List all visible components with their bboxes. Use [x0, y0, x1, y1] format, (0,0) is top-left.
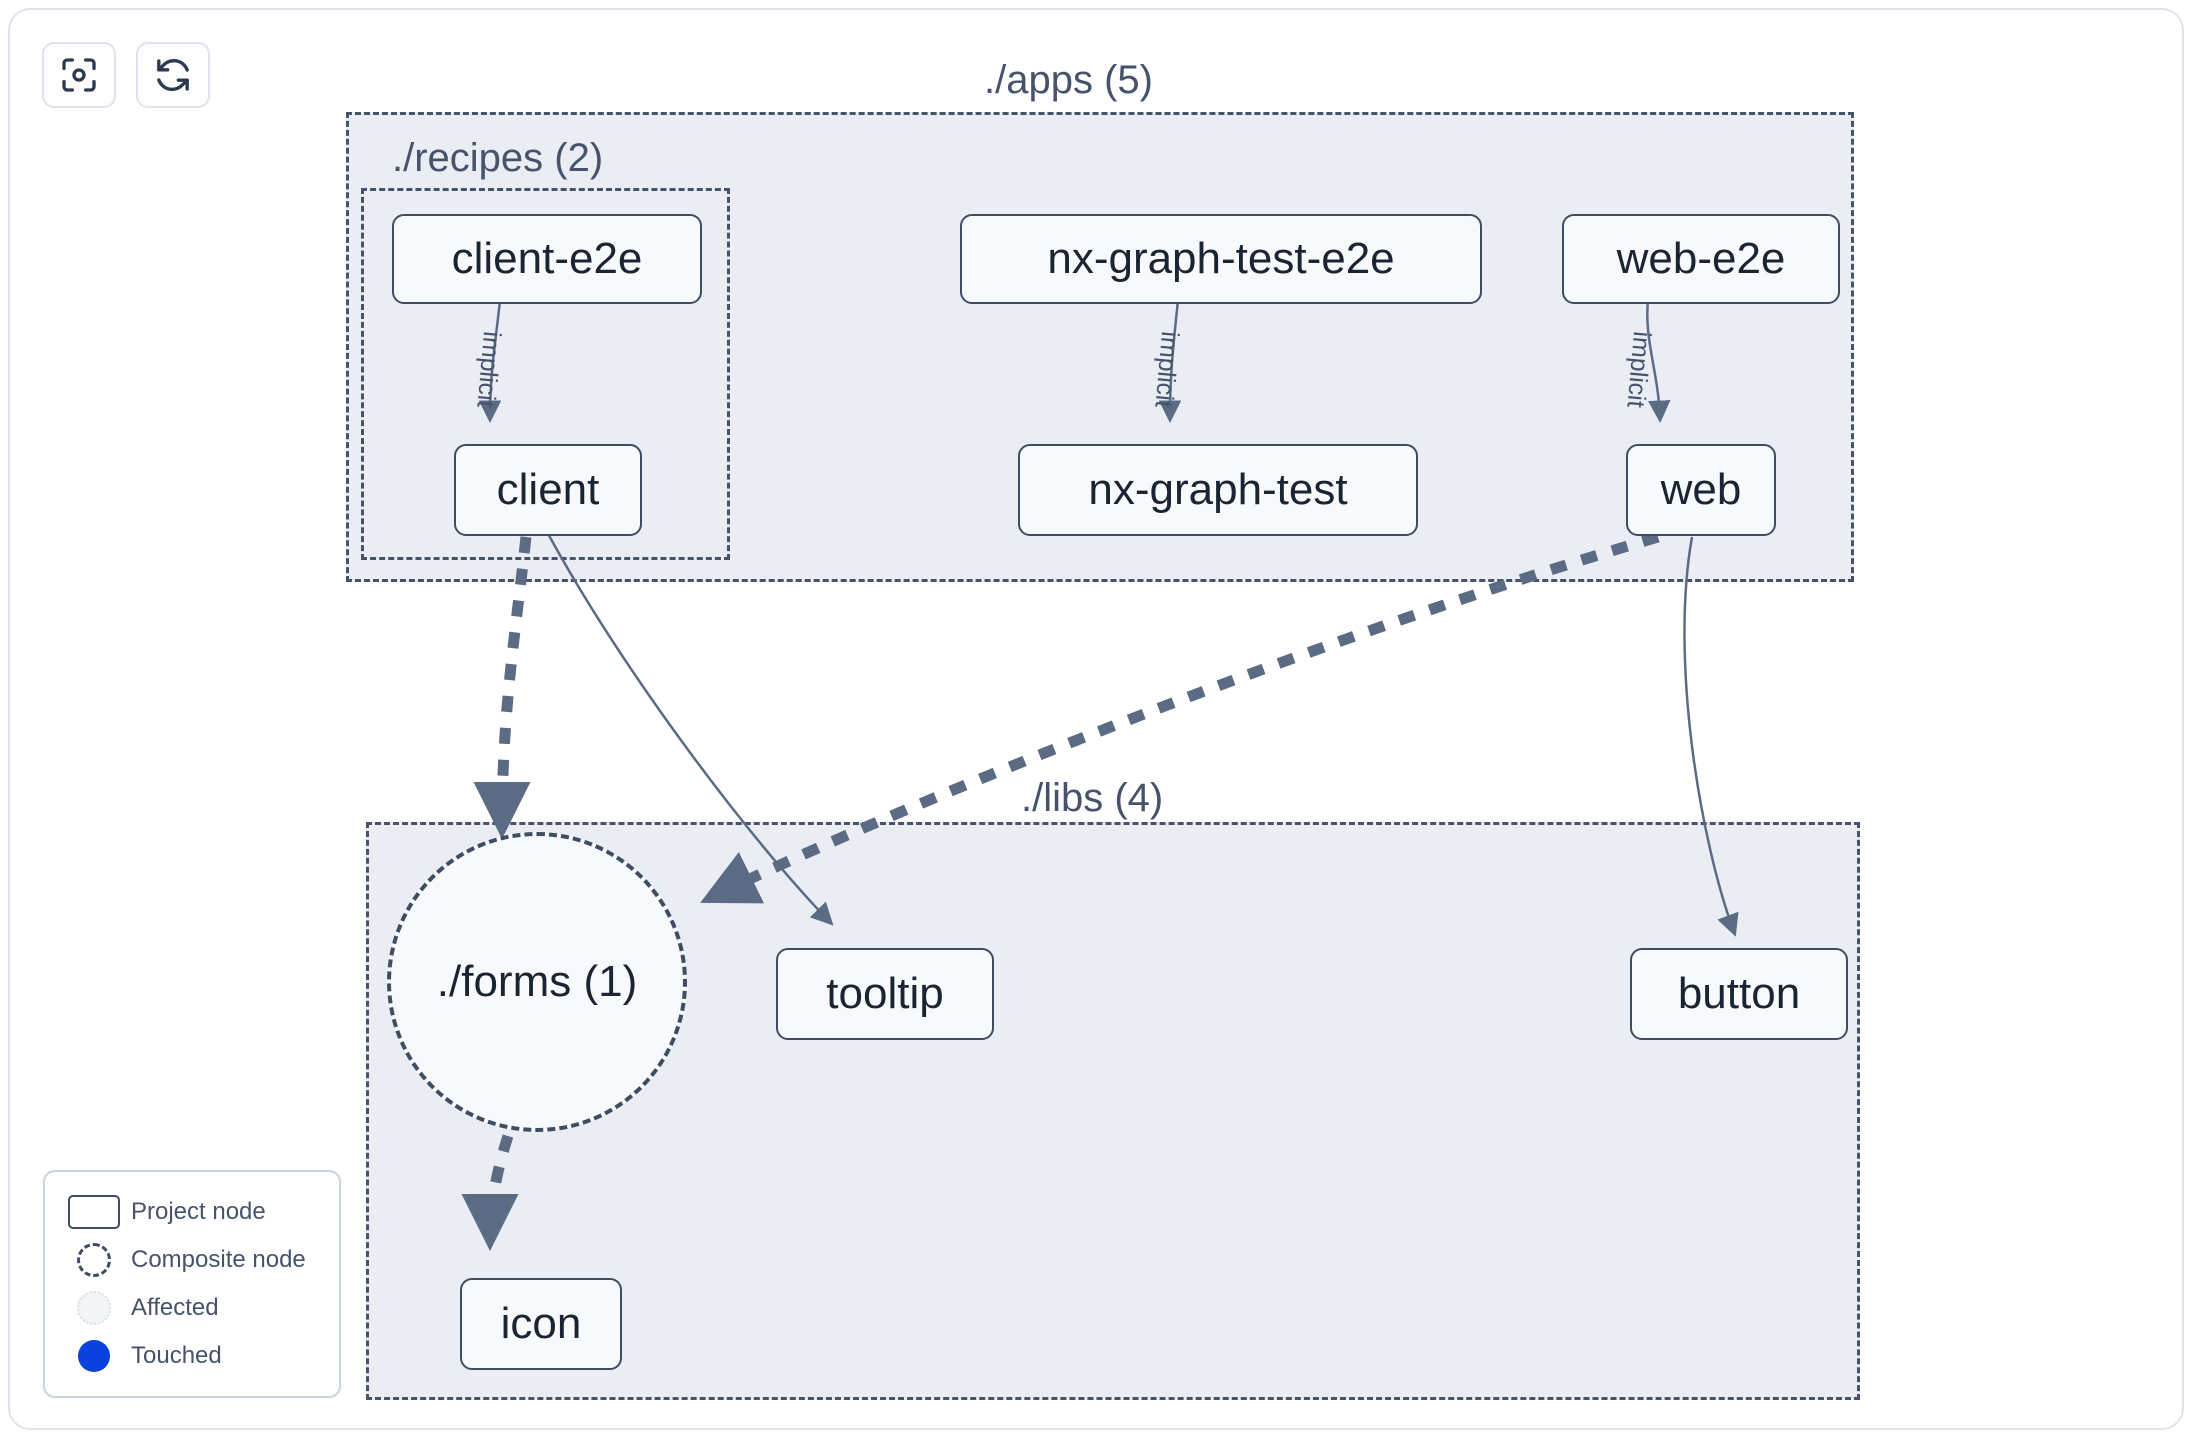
refresh-graph-button[interactable] — [136, 42, 210, 108]
node-client[interactable]: client — [454, 444, 642, 536]
group-label-libs: ./libs (4) — [1015, 778, 1170, 818]
group-label-apps: ./apps (5) — [978, 60, 1159, 100]
group-label-recipes: ./recipes (2) — [386, 138, 610, 178]
graph-panel: ./apps (5) ./recipes (2) ./libs (4) — [8, 8, 2184, 1430]
node-label: ./forms (1) — [436, 957, 638, 1006]
node-label: client — [496, 465, 600, 514]
legend-label: Affected — [131, 1294, 219, 1321]
node-label: nx-graph-test-e2e — [1047, 234, 1395, 283]
legend-label: Touched — [131, 1342, 222, 1369]
node-label: button — [1677, 969, 1801, 1018]
node-tooltip[interactable]: tooltip — [776, 948, 994, 1040]
legend-item-composite-node: Composite node — [63, 1236, 321, 1284]
node-label: nx-graph-test — [1088, 465, 1348, 514]
legend-label: Composite node — [131, 1246, 306, 1273]
node-icon[interactable]: icon — [460, 1278, 622, 1370]
focus-target-icon — [59, 55, 99, 95]
focus-graph-button[interactable] — [42, 42, 116, 108]
graph-toolbar — [42, 42, 210, 108]
node-nx-graph-test-e2e[interactable]: nx-graph-test-e2e — [960, 214, 1482, 304]
node-forms[interactable]: ./forms (1) — [387, 832, 687, 1132]
node-web[interactable]: web — [1626, 444, 1776, 536]
touched-swatch-icon — [63, 1340, 125, 1372]
legend-item-affected: Affected — [63, 1284, 321, 1332]
affected-swatch-icon — [63, 1291, 125, 1325]
legend-item-project-node: Project node — [63, 1188, 321, 1236]
graph-canvas[interactable]: ./apps (5) ./recipes (2) ./libs (4) — [10, 10, 2186, 1432]
node-web-e2e[interactable]: web-e2e — [1562, 214, 1840, 304]
node-label: icon — [500, 1299, 582, 1348]
node-label: web-e2e — [1616, 234, 1786, 283]
node-nx-graph-test[interactable]: nx-graph-test — [1018, 444, 1418, 536]
node-client-e2e[interactable]: client-e2e — [392, 214, 702, 304]
node-label: client-e2e — [451, 234, 643, 283]
legend-label: Project node — [131, 1198, 266, 1225]
composite-node-swatch-icon — [63, 1243, 125, 1277]
refresh-icon — [153, 55, 193, 95]
node-button[interactable]: button — [1630, 948, 1848, 1040]
node-label: web — [1660, 465, 1742, 514]
graph-legend: Project node Composite node Affected Tou… — [43, 1170, 341, 1398]
project-node-swatch-icon — [63, 1195, 125, 1229]
legend-item-touched: Touched — [63, 1332, 321, 1380]
node-label: tooltip — [826, 969, 944, 1018]
